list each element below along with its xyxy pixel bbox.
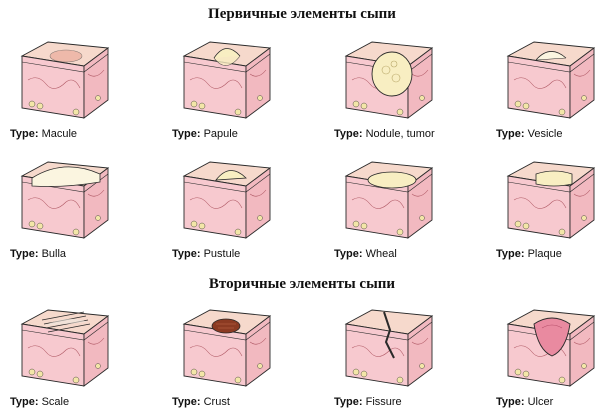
wheal-item: Type: Wheal xyxy=(330,154,480,266)
secondary-title: Вторичные элементы сыпи xyxy=(208,276,396,292)
papule-item: Type: Papule xyxy=(168,34,318,146)
type-label: Type: xyxy=(334,396,363,408)
lesion-name: Vesicle xyxy=(527,128,563,140)
primary-title: Первичные элементы сыпи xyxy=(208,6,396,22)
lesion-name: Papule xyxy=(203,128,238,140)
fissure-item: Type: Fissure xyxy=(330,302,480,414)
vesicle-icon xyxy=(507,41,595,119)
scale-item: Type: Scale xyxy=(6,302,156,414)
type-label: Type: xyxy=(10,248,39,260)
vesicle-item: Type: Vesicle xyxy=(492,34,604,146)
lesion-name: Plaque xyxy=(527,248,562,260)
type-label: Type: xyxy=(172,248,201,260)
lesion-name: Pustule xyxy=(203,248,241,260)
type-label: Type: xyxy=(496,248,525,260)
type-label: Type: xyxy=(172,396,201,408)
type-label: Type: xyxy=(334,128,363,140)
plaque-item: Type: Plaque xyxy=(492,154,604,266)
nodule-icon xyxy=(345,41,433,119)
ulcer-item: Type: Ulcer xyxy=(492,302,604,414)
pustule-item: Type: Pustule xyxy=(168,154,318,266)
lesion-name: Scale xyxy=(41,396,70,408)
pustule-icon xyxy=(183,161,271,239)
type-label: Type: xyxy=(496,396,525,408)
lesion-name: Macule xyxy=(41,128,78,140)
lesion-name: Crust xyxy=(203,396,230,408)
wheal-icon xyxy=(345,161,433,239)
lesion-name: Wheal xyxy=(365,248,397,260)
type-label: Type: xyxy=(496,128,525,140)
crust-item: Type: Crust xyxy=(168,302,318,414)
plaque-icon xyxy=(507,161,595,239)
lesion-name: Nodule, tumor xyxy=(365,128,435,140)
type-label: Type: xyxy=(172,128,201,140)
nodule-item: Type: Nodule, tumor xyxy=(330,34,480,146)
macule-icon xyxy=(21,41,109,119)
lesion-name: Ulcer xyxy=(527,396,554,408)
type-label: Type: xyxy=(10,396,39,408)
scale-icon xyxy=(21,309,109,387)
type-label: Type: xyxy=(10,128,39,140)
bulla-icon xyxy=(21,161,109,239)
bulla-item: Type: Bulla xyxy=(6,154,156,266)
lesion-name: Fissure xyxy=(365,396,402,408)
crust-icon xyxy=(183,309,271,387)
ulcer-icon xyxy=(507,309,595,387)
lesion-name: Bulla xyxy=(41,248,67,260)
fissure-icon xyxy=(345,309,433,387)
type-label: Type: xyxy=(334,248,363,260)
macule-item: Type: Macule xyxy=(6,34,156,146)
papule-icon xyxy=(183,41,271,119)
